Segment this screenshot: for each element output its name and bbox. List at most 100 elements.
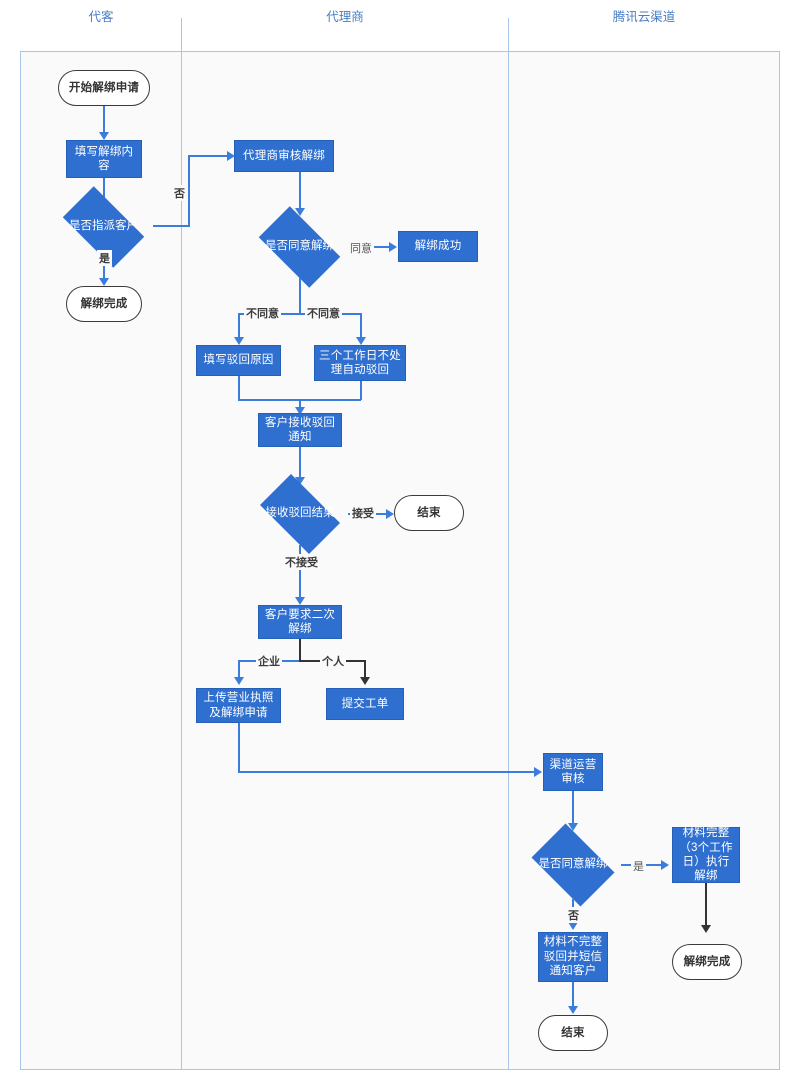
node-label: 接收驳回结果	[265, 507, 335, 520]
conn-disagree-split	[238, 313, 362, 315]
node-label: 渠道运营审核	[549, 758, 597, 785]
node-materials-complete[interactable]: 材料完整（3个工作日）执行解绑	[672, 827, 740, 883]
conn-to-channel-h	[238, 771, 538, 773]
lane-header-agent: 代理商	[182, 0, 508, 34]
node-channel-ops-review[interactable]: 渠道运营审核	[543, 753, 603, 791]
edge-label-right-yes: 是	[631, 858, 646, 874]
node-upload-license[interactable]: 上传营业执照及解绑申请	[196, 688, 281, 723]
arrow-accept	[386, 509, 394, 519]
edge-label-right-no: 否	[566, 907, 581, 923]
node-agree-unbind[interactable]: 是否同意解绑	[249, 206, 350, 288]
conn-assign-no-v	[188, 155, 190, 227]
node-label: 是否同意解绑	[265, 240, 334, 253]
node-fill-reject-reason[interactable]: 填写驳回原因	[196, 345, 281, 376]
node-label: 是否指派客户	[69, 220, 138, 233]
edge-label-agree: 同意	[348, 240, 374, 256]
node-label: 填写驳回原因	[203, 354, 274, 367]
arrow-individual	[360, 677, 370, 685]
conn-autoreject-down	[360, 381, 362, 400]
edge-label-disagree-left: 不同意	[244, 305, 281, 321]
arrow-agree-to-success	[389, 242, 397, 252]
conn-second-down	[299, 639, 301, 661]
lane-header-customer: 代客	[21, 0, 181, 34]
node-receive-reject-result[interactable]: 接收驳回结果	[251, 474, 349, 554]
node-unbind-done-left[interactable]: 解绑完成	[66, 286, 142, 322]
conn-enterprise-v	[238, 660, 240, 682]
node-label: 材料完整（3个工作日）执行解绑	[679, 827, 733, 883]
node-label: 结束	[417, 506, 441, 519]
arrow-assign-yes	[99, 278, 109, 286]
lane-label-agent: 代理商	[326, 10, 364, 24]
edge-label-yes-to-done: 是	[97, 250, 112, 266]
conn-merge-to-notice	[299, 399, 301, 413]
node-label: 开始解绑申请	[68, 81, 140, 94]
edge-label-disagree-right: 不同意	[305, 305, 342, 321]
conn-agree-down	[299, 278, 301, 314]
edge-label-not-accept: 不接受	[283, 554, 320, 570]
arrow-right-no	[568, 922, 578, 930]
arrow-channel-to-agree	[568, 823, 578, 831]
arrow-disagree-right	[356, 337, 366, 345]
node-label: 解绑完成	[80, 297, 128, 310]
node-unbind-success[interactable]: 解绑成功	[398, 231, 478, 262]
node-label: 解绑完成	[683, 955, 731, 968]
node-unbind-done-right[interactable]: 解绑完成	[672, 944, 742, 980]
arrow-start-to-fill	[99, 132, 109, 140]
conn-fill-to-assign	[103, 178, 105, 199]
conn-disagree-right-v	[360, 313, 362, 343]
conn-disagree-left-v	[238, 313, 240, 343]
arrow-notaccept	[295, 597, 305, 605]
edge-label-no-to-agent: 否	[172, 185, 187, 201]
node-end-right[interactable]: 结束	[538, 1015, 608, 1051]
node-agree-unbind-right[interactable]: 是否同意解绑	[524, 823, 622, 907]
conn-notaccept-v	[299, 545, 301, 603]
conn-assign-no-h2	[188, 155, 231, 157]
node-customer-second-unbind[interactable]: 客户要求二次解绑	[258, 605, 342, 639]
node-label: 填写解绑内容	[74, 145, 134, 172]
edge-label-enterprise: 企业	[256, 653, 282, 669]
swimlane-frame	[20, 18, 780, 1070]
node-label: 解绑成功	[414, 240, 462, 253]
conn-incomplete-to-end	[572, 982, 574, 1012]
edge-label-accept: 接受	[350, 505, 376, 521]
node-fill-unbind-content[interactable]: 填写解绑内容	[66, 140, 142, 178]
lane-header-tencent: 腾讯云渠道	[509, 0, 779, 34]
conn-channel-to-agree	[572, 791, 574, 829]
arrow-materials-to-done	[701, 925, 711, 933]
arrow-agentreview-to-agree	[295, 208, 305, 216]
conn-rejectreason-down	[238, 376, 240, 400]
lane-divider-2	[508, 18, 509, 1070]
node-customer-receive-reject[interactable]: 客户接收驳回通知	[258, 413, 342, 447]
conn-assign-yes	[103, 258, 105, 284]
node-start-application[interactable]: 开始解绑申请	[58, 70, 150, 106]
node-label: 提交工单	[341, 697, 389, 710]
node-assign-customer[interactable]: 是否指派客户	[53, 186, 154, 268]
lane-divider-1	[181, 18, 182, 1070]
node-label: 三个工作日不处理自动驳回	[319, 349, 401, 376]
node-submit-ticket[interactable]: 提交工单	[326, 688, 404, 720]
conn-assign-no-h1	[153, 225, 189, 227]
arrow-incomplete-to-end	[568, 1006, 578, 1014]
node-auto-reject[interactable]: 三个工作日不处理自动驳回	[314, 345, 406, 381]
node-end-middle[interactable]: 结束	[394, 495, 464, 531]
arrow-right-yes	[661, 860, 669, 870]
node-label: 上传营业执照及解绑申请	[203, 692, 274, 719]
lane-label-tencent: 腾讯云渠道	[612, 10, 676, 24]
arrow-to-channel	[534, 767, 542, 777]
node-label: 客户接收驳回通知	[264, 416, 336, 443]
arrow-enterprise	[234, 677, 244, 685]
arrow-assign-no	[227, 151, 235, 161]
conn-start-to-fill	[103, 106, 105, 138]
arrow-notice-to-result	[295, 477, 305, 485]
node-label: 客户要求二次解绑	[264, 608, 336, 635]
conn-individual-v	[364, 660, 366, 682]
edge-label-individual: 个人	[320, 653, 346, 669]
node-agent-review[interactable]: 代理商审核解绑	[234, 140, 334, 172]
node-label: 代理商审核解绑	[243, 149, 325, 162]
node-materials-incomplete[interactable]: 材料不完整驳回并短信通知客户	[538, 932, 608, 982]
conn-to-channel-v	[238, 723, 240, 772]
node-label: 材料不完整驳回并短信通知客户	[543, 936, 603, 978]
conn-materials-to-done	[705, 883, 707, 931]
arrow-merge-to-notice	[295, 407, 305, 415]
